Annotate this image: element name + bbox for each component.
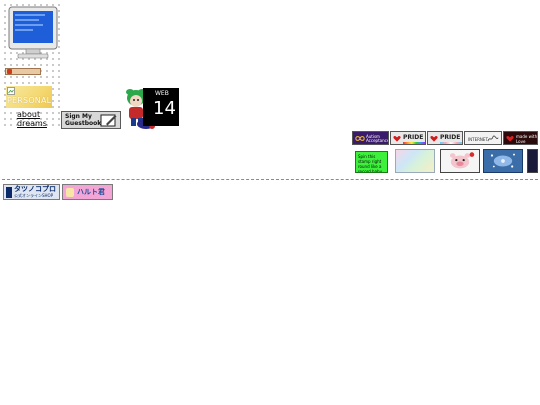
made-with-love-button[interactable]: made with Love xyxy=(503,131,538,145)
guestbook-button[interactable]: Sign My Guestbook! xyxy=(61,111,121,129)
infinity-icon xyxy=(355,136,365,141)
internet-button[interactable]: INTERNET xyxy=(464,131,502,145)
pig-icon xyxy=(449,152,475,169)
rainbow-button[interactable] xyxy=(395,149,435,173)
pride-label-1: PRIDE xyxy=(403,134,424,141)
pride-stripe-1 xyxy=(403,142,425,144)
stars-icon xyxy=(490,153,515,168)
heart-icon xyxy=(506,135,514,142)
pink-badge-label: ハルト君 xyxy=(77,188,105,196)
pink-badge-figure-icon xyxy=(66,188,74,197)
heart-icon xyxy=(393,135,401,142)
guestbook-label: Sign My Guestbook! xyxy=(65,113,104,127)
blue-stars-button[interactable] xyxy=(483,149,523,173)
mini-badge[interactable] xyxy=(5,68,41,75)
about-dreams-link[interactable]: about dreams xyxy=(17,110,47,128)
tatsunokogo-mark-icon xyxy=(6,187,12,198)
mascot-character-icon xyxy=(126,89,155,129)
pride-stripe-2 xyxy=(440,142,462,144)
monitor-icon xyxy=(8,6,58,59)
about-link-line2: dreams xyxy=(17,119,47,128)
made-with-love-label: made with Love xyxy=(516,134,538,144)
section-divider xyxy=(2,179,538,180)
stamp-button[interactable]: Spin this stamp right round like a recor… xyxy=(355,151,388,173)
autism-acceptance-button[interactable]: Autism Acceptance xyxy=(352,131,389,145)
scribble-icon xyxy=(487,135,499,142)
tatsunokogo-badge[interactable]: タツノコプロ 公式オンラインSHOP xyxy=(3,184,60,200)
dark-button[interactable] xyxy=(527,149,538,173)
pride-button-2[interactable]: PRIDE xyxy=(427,131,463,145)
guestbook-line1: Sign My xyxy=(65,113,92,120)
personal-tile[interactable]: PERSONAL xyxy=(6,86,52,108)
tatsunokogo-label: タツノコプロ xyxy=(14,185,56,193)
tatsunokogo-sub: 公式オンラインSHOP xyxy=(14,193,54,198)
about-link-line1: about xyxy=(17,110,41,119)
personal-label: PERSONAL xyxy=(7,96,52,105)
pride-button-1[interactable]: PRIDE xyxy=(390,131,426,145)
broken-image-icon xyxy=(7,87,15,95)
badge-dot-icon xyxy=(7,69,12,74)
stamp-label: Spin this stamp right round like a recor… xyxy=(358,154,382,173)
pink-badge[interactable]: ハルト君 xyxy=(62,184,113,200)
pig-button[interactable] xyxy=(440,149,480,173)
book-pencil-icon xyxy=(100,114,117,127)
internet-label: INTERNET xyxy=(468,137,488,142)
web14-top-label: WEB xyxy=(155,90,169,97)
pride-label-2: PRIDE xyxy=(440,134,461,141)
autism-acceptance-label: Autism Acceptance xyxy=(366,134,389,143)
web14-number: 14 xyxy=(153,98,176,119)
web14-badge[interactable]: WEB 14 xyxy=(143,88,179,126)
heart-icon xyxy=(430,135,438,142)
guestbook-line2: Guestbook! xyxy=(65,120,104,127)
